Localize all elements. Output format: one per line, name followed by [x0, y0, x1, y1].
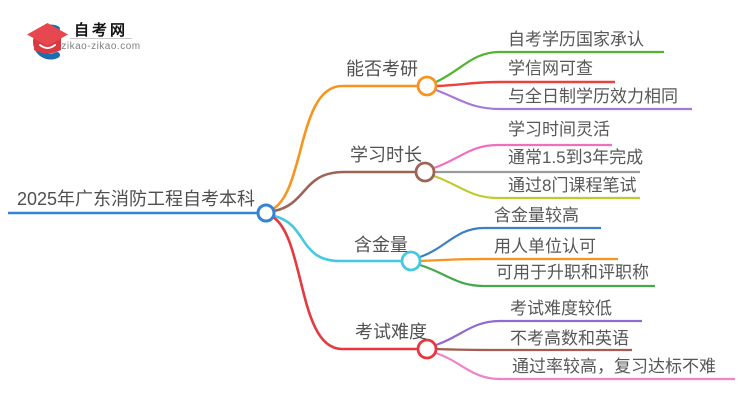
branch-topic-4: 考试难度 — [355, 322, 427, 342]
subtopic-1-2: 学信网可查 — [508, 59, 593, 78]
branch-line-1 — [272, 84, 417, 211]
branch-line-4 — [272, 215, 418, 351]
root-node-circle — [256, 203, 276, 223]
branch-node-circle-4 — [416, 338, 438, 360]
branch-topic-2: 学习时长 — [350, 145, 422, 165]
subline-2-1 — [433, 143, 612, 170]
branch-node-circle-3 — [400, 250, 422, 272]
subline-3-2 — [419, 257, 618, 263]
subline-1-3 — [435, 88, 692, 111]
subline-3-1 — [419, 226, 601, 259]
subtopic-1-1: 自考学历国家承认 — [508, 30, 644, 49]
subtopic-2-3: 通过8门课程笔试 — [508, 176, 637, 195]
subtopic-3-1: 含金量较高 — [494, 206, 579, 225]
subline-1-1 — [435, 50, 664, 83]
branch-topic-3: 含金量 — [354, 235, 408, 255]
root-topic: 2025年广东消防工程自考本科 — [16, 189, 256, 209]
branch-topic-1: 能否考研 — [346, 59, 418, 79]
logo-graduation-cap-icon — [27, 23, 68, 60]
subtopic-2-2: 通常1.5到3年完成 — [508, 148, 644, 167]
subline-4-2 — [435, 347, 632, 352]
subline-3-3 — [419, 263, 655, 288]
subtopic-3-3: 可用于升职和评职称 — [496, 263, 649, 282]
logo-cap-board — [27, 23, 68, 46]
branch-line-2 — [273, 170, 415, 213]
subline-1-2 — [435, 80, 615, 88]
subtopic-3-2: 用人单位认可 — [494, 237, 596, 256]
branch-node-circle-1 — [416, 75, 438, 97]
logo-cap-smile — [39, 44, 56, 49]
logo-domain: zikao-zikao.com — [61, 41, 141, 52]
subtopic-2-1: 学习时间灵活 — [508, 120, 610, 139]
logo-divider — [70, 38, 132, 39]
subtopic-4-1: 考试难度较低 — [510, 299, 612, 318]
branch-line-3 — [273, 214, 401, 263]
branch-node-circle-2 — [414, 161, 436, 183]
subline-4-1 — [435, 319, 642, 347]
subline-4-3 — [435, 351, 735, 381]
subtopic-1-3: 与全日制学历效力相同 — [508, 87, 678, 106]
subline-2-3 — [433, 174, 640, 200]
subtopic-4-2: 不考高数和英语 — [510, 329, 629, 348]
subtopic-4-3: 通过率较高，复习达标不难 — [512, 357, 716, 376]
logo-site-name: 自考网 — [73, 22, 128, 39]
